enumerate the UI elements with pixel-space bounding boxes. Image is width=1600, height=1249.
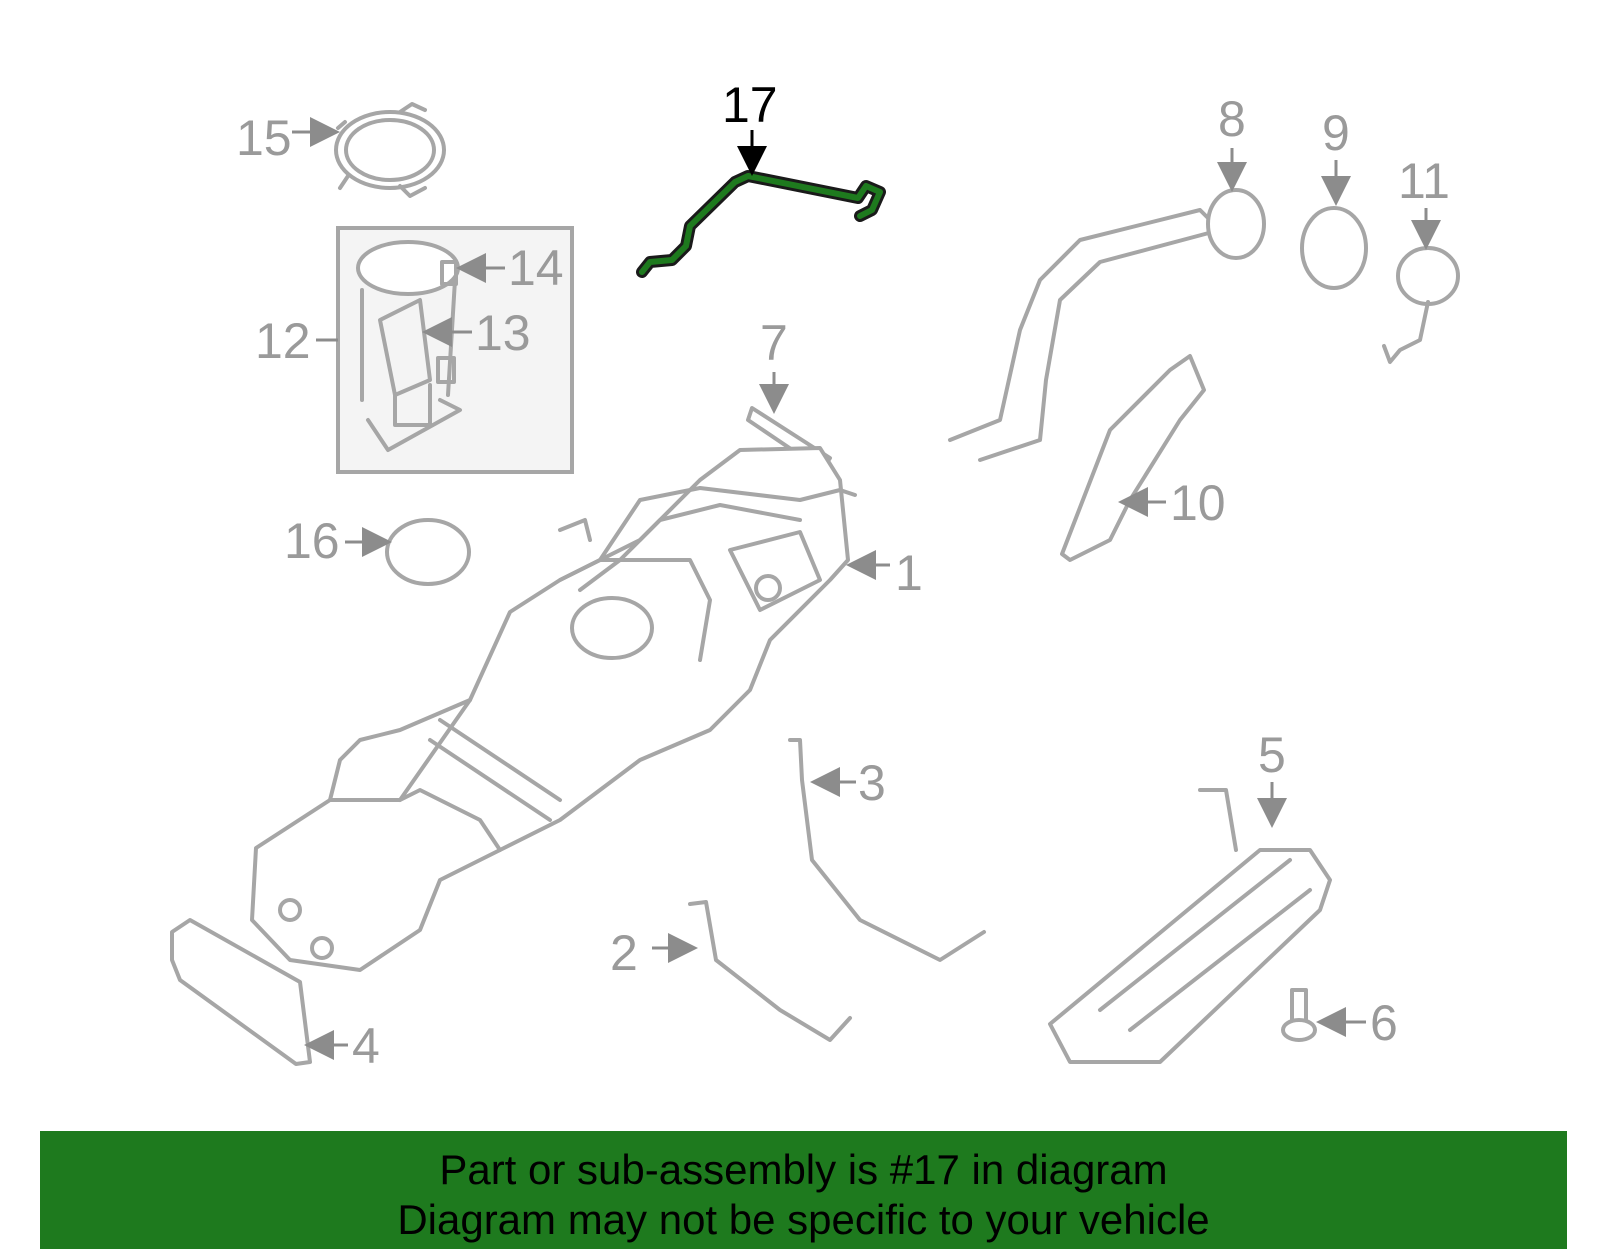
part-15-lock-ring[interactable]: [334, 102, 446, 198]
callout-12: 12: [255, 313, 311, 369]
parts-diagram: 15 14 13 12 16 17 7: [170, 77, 1460, 1074]
part-3-strap[interactable]: [788, 738, 986, 962]
callout-16: 16: [284, 513, 340, 569]
callout-3: 3: [858, 755, 886, 811]
banner-line-1: Part or sub-assembly is #17 in diagram: [439, 1146, 1168, 1193]
part-5-skid-plate[interactable]: [1048, 788, 1332, 1064]
part-17-tube[interactable]: [636, 170, 886, 278]
callout-5: 5: [1258, 727, 1286, 783]
part-16-o-ring[interactable]: [385, 518, 471, 586]
part-8-filler-pipe[interactable]: [948, 188, 1266, 462]
part-4-shield[interactable]: [170, 918, 312, 1066]
callout-8: 8: [1218, 91, 1246, 147]
callout-10: 10: [1170, 475, 1226, 531]
callout-2: 2: [610, 925, 638, 981]
callout-7: 7: [760, 315, 788, 371]
part-12-fuel-pump-module[interactable]: [336, 226, 574, 474]
callout-14: 14: [508, 240, 564, 296]
part-6-bolt[interactable]: [1281, 988, 1317, 1042]
part-1-fuel-tank[interactable]: [250, 446, 857, 972]
callout-15: 15: [236, 110, 292, 166]
part-10-splash-shield[interactable]: [1060, 354, 1206, 562]
callout-17: 17: [722, 77, 778, 133]
part-11-fuel-cap[interactable]: [1382, 246, 1460, 364]
callout-13: 13: [475, 305, 531, 361]
part-2-strap[interactable]: [688, 900, 852, 1042]
callout-11: 11: [1398, 153, 1450, 209]
callout-1: 1: [895, 545, 923, 601]
info-banner: Part or sub-assembly is #17 in diagram D…: [40, 1131, 1567, 1249]
callout-6: 6: [1370, 995, 1398, 1051]
callout-9: 9: [1322, 105, 1350, 161]
part-9-seal[interactable]: [1300, 206, 1368, 290]
callout-4: 4: [352, 1018, 380, 1074]
banner-line-2: Diagram may not be specific to your vehi…: [397, 1196, 1210, 1243]
